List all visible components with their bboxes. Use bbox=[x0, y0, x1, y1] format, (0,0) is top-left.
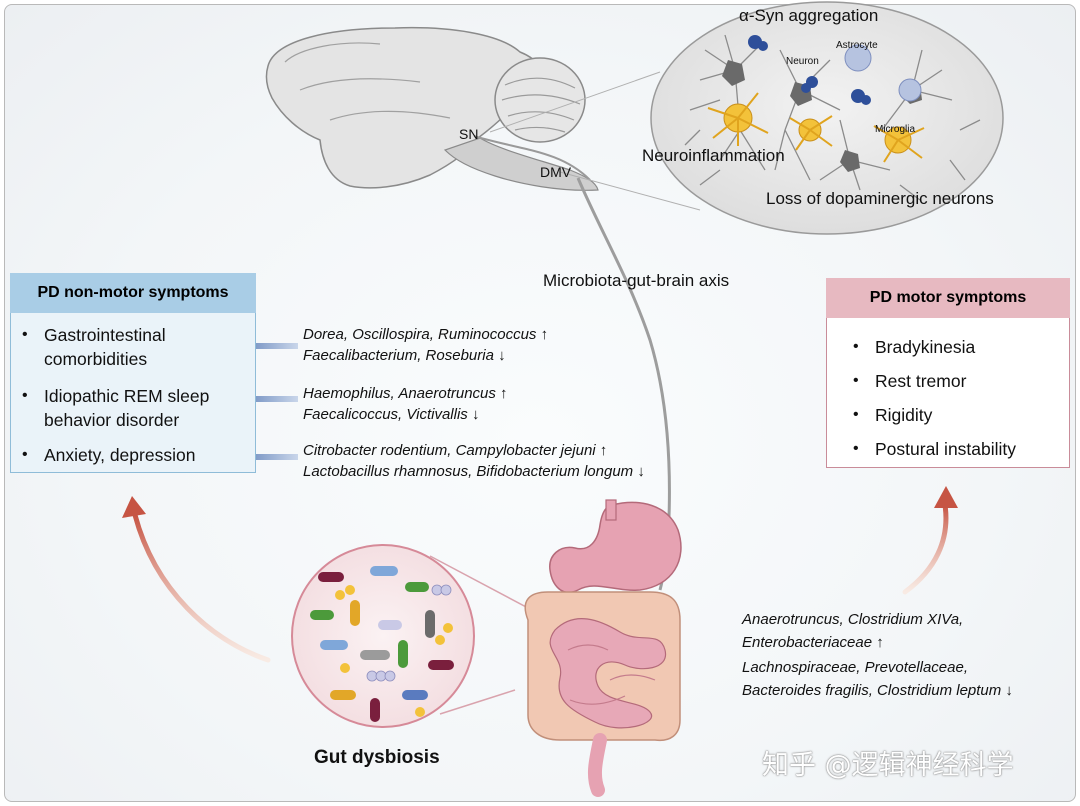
motor-item-1: Bradykinesia bbox=[853, 335, 975, 359]
non-motor-item-2: Idiopathic REM sleep behavior disorder bbox=[22, 384, 210, 432]
motor-bacteria-line2: Enterobacteriaceae ↑ bbox=[742, 634, 884, 651]
gut-dysbiosis-label: Gut dysbiosis bbox=[314, 747, 440, 768]
nm-bacteria-3-down: Lactobacillus rhamnosus, Bifidobacterium… bbox=[303, 463, 645, 480]
nm-bacteria-1-up: Dorea, Oscillospira, Ruminococcus ↑ bbox=[303, 326, 549, 343]
neuron-label: Neuron bbox=[786, 56, 819, 67]
loss-dopaminergic-label: Loss of dopaminergic neurons bbox=[766, 189, 994, 208]
motor-item-2: Rest tremor bbox=[853, 369, 967, 393]
bacteria-circle bbox=[291, 544, 546, 728]
motor-item-4: Postural instability bbox=[853, 437, 1016, 461]
left-curved-arrow bbox=[132, 512, 271, 663]
watermark-text: 知乎 @逻辑神经科学 bbox=[762, 750, 1014, 781]
nm-bacteria-1-down: Faecalibacterium, Roseburia ↓ bbox=[303, 347, 506, 364]
nm-bacteria-3-up: Citrobacter rodentium, Campylobacter jej… bbox=[303, 442, 608, 459]
blue-arrows bbox=[226, 338, 298, 465]
neuron-ellipse bbox=[650, 1, 1004, 235]
nm-bacteria-2-down: Faecalicoccus, Victivallis ↓ bbox=[303, 406, 480, 423]
non-motor-title: PD non-motor symptoms bbox=[10, 273, 256, 313]
non-motor-item-2-line1: Idiopathic REM sleep bbox=[44, 386, 210, 406]
right-curved-arrow bbox=[902, 502, 949, 595]
sn-label: SN bbox=[459, 126, 479, 142]
motor-title: PD motor symptoms bbox=[826, 278, 1070, 318]
non-motor-item-1-line2: comorbidities bbox=[44, 349, 148, 369]
dmv-label: DMV bbox=[540, 164, 572, 180]
brain-illustration bbox=[265, 26, 701, 211]
microglia-label: Microglia bbox=[875, 124, 916, 135]
motor-bacteria-line1: Anaerotruncus, Clostridium XIVa, bbox=[742, 611, 964, 628]
non-motor-item-3-line1: Anxiety, depression bbox=[44, 445, 196, 465]
neuroinflammation-label: Neuroinflammation bbox=[642, 146, 785, 165]
microbiota-gut-brain-axis-label: Microbiota-gut-brain axis bbox=[543, 271, 730, 290]
non-motor-item-2-line2: behavior disorder bbox=[44, 410, 180, 430]
nm-bacteria-2-up: Haemophilus, Anaerotruncus ↑ bbox=[303, 385, 508, 402]
gi-tract bbox=[524, 499, 682, 797]
motor-item-3: Rigidity bbox=[853, 403, 933, 427]
non-motor-item-1-line1: Gastrointestinal bbox=[44, 325, 166, 345]
non-motor-item-3: Anxiety, depression bbox=[22, 443, 196, 467]
non-motor-item-1: Gastrointestinal comorbidities bbox=[22, 323, 166, 371]
alpha-syn-aggregation-label: α-Syn aggregation bbox=[739, 6, 879, 25]
astrocyte-label: Astrocyte bbox=[836, 40, 878, 51]
motor-bacteria-line4: Bacteroides fragilis, Clostridium leptum… bbox=[742, 682, 1013, 699]
motor-bacteria-line3: Lachnospiraceae, Prevotellaceae, bbox=[742, 659, 968, 676]
